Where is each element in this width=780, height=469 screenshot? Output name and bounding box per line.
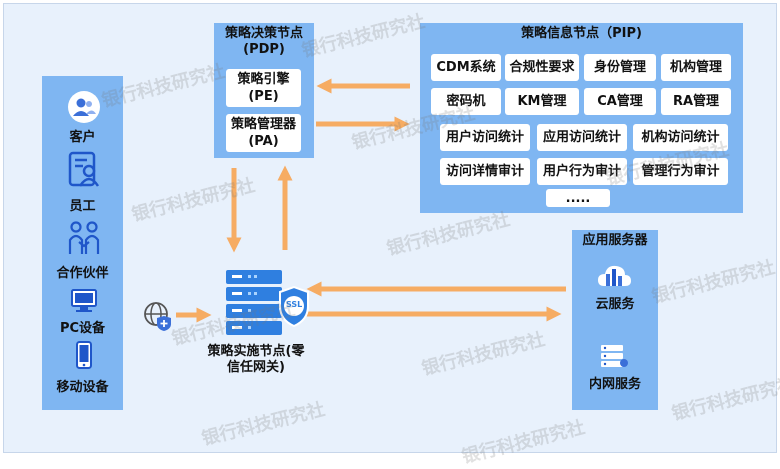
pip-item: 应用访问统计 — [537, 124, 627, 151]
pip-title: 策略信息节点（PIP) — [521, 26, 642, 41]
pip-item: 用户行为审计 — [537, 158, 627, 185]
pep-title: 策略实施节点(零信任网关) — [207, 344, 305, 375]
pip-item: 机构管理 — [661, 54, 731, 81]
client-label-partner: 合作伙伴 — [56, 266, 109, 281]
gateway-server-icon — [226, 270, 309, 335]
pa-box: 策略管理器(PA) — [226, 114, 301, 152]
client-label-pc: PC设备 — [59, 321, 106, 336]
client-label-customer: 客户 — [69, 130, 96, 145]
pip-item: 合规性要求 — [505, 54, 579, 81]
arrows-layer — [176, 78, 566, 323]
pip-item: RA管理 — [661, 88, 731, 115]
pe-box: 策略引擎(PE) — [226, 69, 301, 107]
secure-access-icon — [144, 302, 171, 331]
pip-item: CA管理 — [584, 88, 656, 115]
pip-item: 身份管理 — [584, 54, 656, 81]
pip-item: 密码机 — [431, 88, 501, 115]
client-label-mobile: 移动设备 — [56, 380, 109, 395]
pip-item: 管理行为审计 — [633, 158, 728, 185]
pip-item: CDM系统 — [431, 54, 501, 81]
pip-item: ..... — [546, 189, 610, 207]
customer-icon — [68, 91, 100, 123]
pip-item: 机构访问统计 — [633, 124, 728, 151]
pip-item: 访问详情审计 — [440, 158, 530, 185]
client-label-employee: 员工 — [69, 199, 96, 214]
employee-icon — [68, 151, 100, 187]
cloud-service-label: 云服务 — [595, 297, 635, 312]
pip-item: 用户访问统计 — [440, 124, 530, 151]
cloud-service-icon — [598, 265, 631, 286]
pc-icon — [71, 289, 97, 312]
intranet-service-icon — [601, 345, 628, 367]
mobile-icon — [76, 341, 92, 369]
pip-item: KM管理 — [505, 88, 579, 115]
ssl-badge: SSL — [286, 300, 303, 309]
intranet-service-label: 内网服务 — [588, 377, 641, 392]
pdp-title: 策略决策节点(PDP) — [224, 26, 303, 57]
partner-icon — [68, 221, 100, 254]
app-server-title: 应用服务器 — [582, 233, 648, 248]
app-server-panel — [572, 230, 658, 410]
